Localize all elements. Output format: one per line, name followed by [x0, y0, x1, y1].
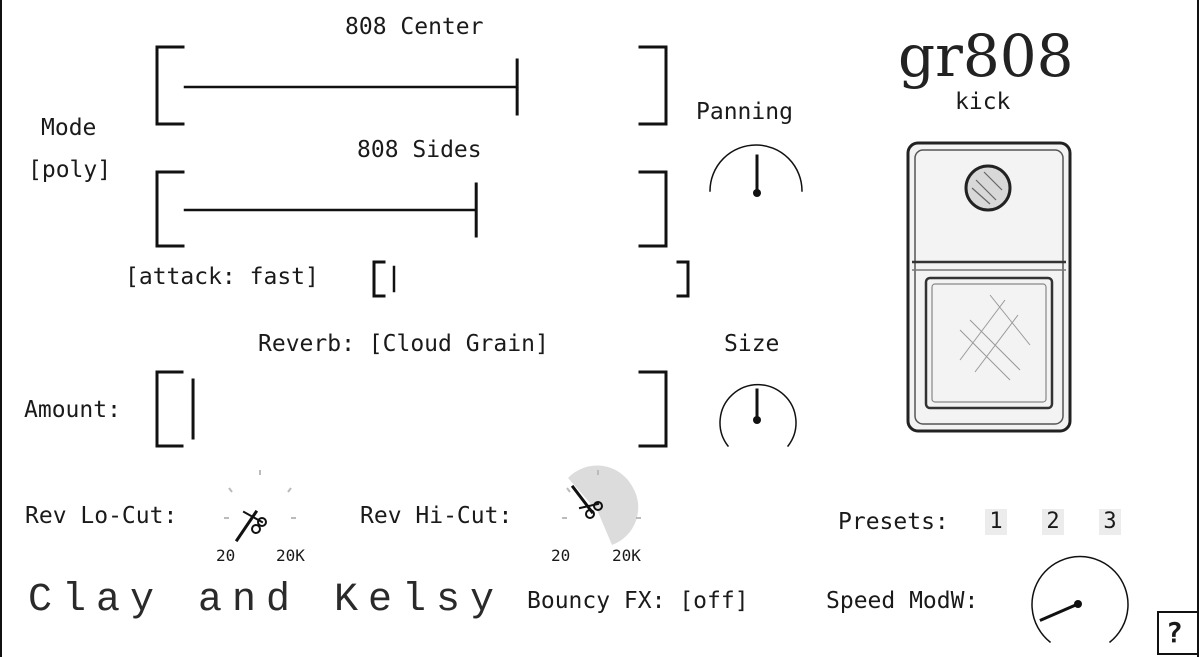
attack-bracket-left: [372, 260, 386, 298]
amount-bracket-left: [155, 370, 184, 448]
sides-label: 808 Sides: [357, 137, 482, 163]
center-slider[interactable]: [155, 45, 668, 126]
hi-cut-min: 20: [551, 546, 571, 565]
brand-signature: Clay and Kelsy: [28, 578, 505, 623]
scissors-icon: [234, 509, 267, 543]
sides-slider[interactable]: [155, 170, 668, 248]
attack-bracket-right: [676, 260, 690, 298]
size-knob-arc: [719, 383, 797, 448]
pedal-led-icon: [964, 164, 1012, 212]
sides-bracket-left: [155, 170, 185, 248]
amount-label: Amount:: [24, 397, 121, 423]
pedal-illustration[interactable]: [906, 141, 1072, 433]
help-icon[interactable]: [1157, 611, 1199, 655]
hi-cut-label: Rev Hi-Cut:: [360, 503, 513, 529]
lo-cut-label: Rev Lo-Cut:: [25, 503, 178, 529]
mode-label: Mode: [41, 115, 97, 141]
scissors-icon: [570, 484, 603, 519]
mode-value[interactable]: [poly]: [28, 157, 112, 183]
attack-label[interactable]: [attack: fast]: [125, 264, 319, 290]
presets-label: Presets:: [838, 509, 949, 535]
plugin-subtitle: kick: [955, 89, 1011, 115]
speed-knob-center: [1074, 600, 1082, 608]
panning-knob-center: [753, 189, 761, 197]
center-bracket-right: [638, 45, 668, 126]
speed-knob-pointer: [1039, 602, 1080, 622]
bouncy-fx-toggle[interactable]: Bouncy FX: [off]: [527, 588, 749, 614]
center-bracket-left: [155, 45, 185, 126]
hi-cut-range-fill: [568, 465, 639, 545]
help-label[interactable]: ?: [1166, 616, 1183, 649]
center-label: 808 Center: [345, 14, 484, 40]
amount-bracket-right: [638, 370, 668, 448]
lo-cut-min: 20: [216, 546, 236, 565]
hi-cut-max: 20K: [612, 546, 641, 565]
sides-bracket-right: [638, 170, 668, 248]
lo-cut-max: 20K: [276, 546, 305, 565]
size-label: Size: [724, 331, 780, 357]
panning-knob-arc: [709, 144, 803, 192]
panning-knob[interactable]: [709, 144, 803, 197]
size-knob[interactable]: [719, 383, 797, 448]
preset-1-button[interactable]: 1: [985, 509, 1007, 535]
preset-3-button[interactable]: 3: [1099, 509, 1121, 535]
panning-label: Panning: [696, 99, 793, 125]
preset-2-button[interactable]: 2: [1042, 509, 1064, 535]
attack-slider[interactable]: [372, 260, 690, 298]
plugin-title: gr808: [898, 22, 1074, 90]
reverb-label[interactable]: Reverb: [Cloud Grain]: [258, 331, 549, 357]
speed-label: Speed ModW:: [826, 588, 979, 614]
size-knob-center: [753, 416, 761, 424]
speed-knob[interactable]: [1031, 555, 1129, 644]
amount-slider[interactable]: [155, 370, 668, 448]
hi-cut-knob[interactable]: [562, 465, 641, 545]
lo-cut-knob[interactable]: [224, 470, 296, 543]
speed-knob-arc: [1031, 555, 1129, 644]
